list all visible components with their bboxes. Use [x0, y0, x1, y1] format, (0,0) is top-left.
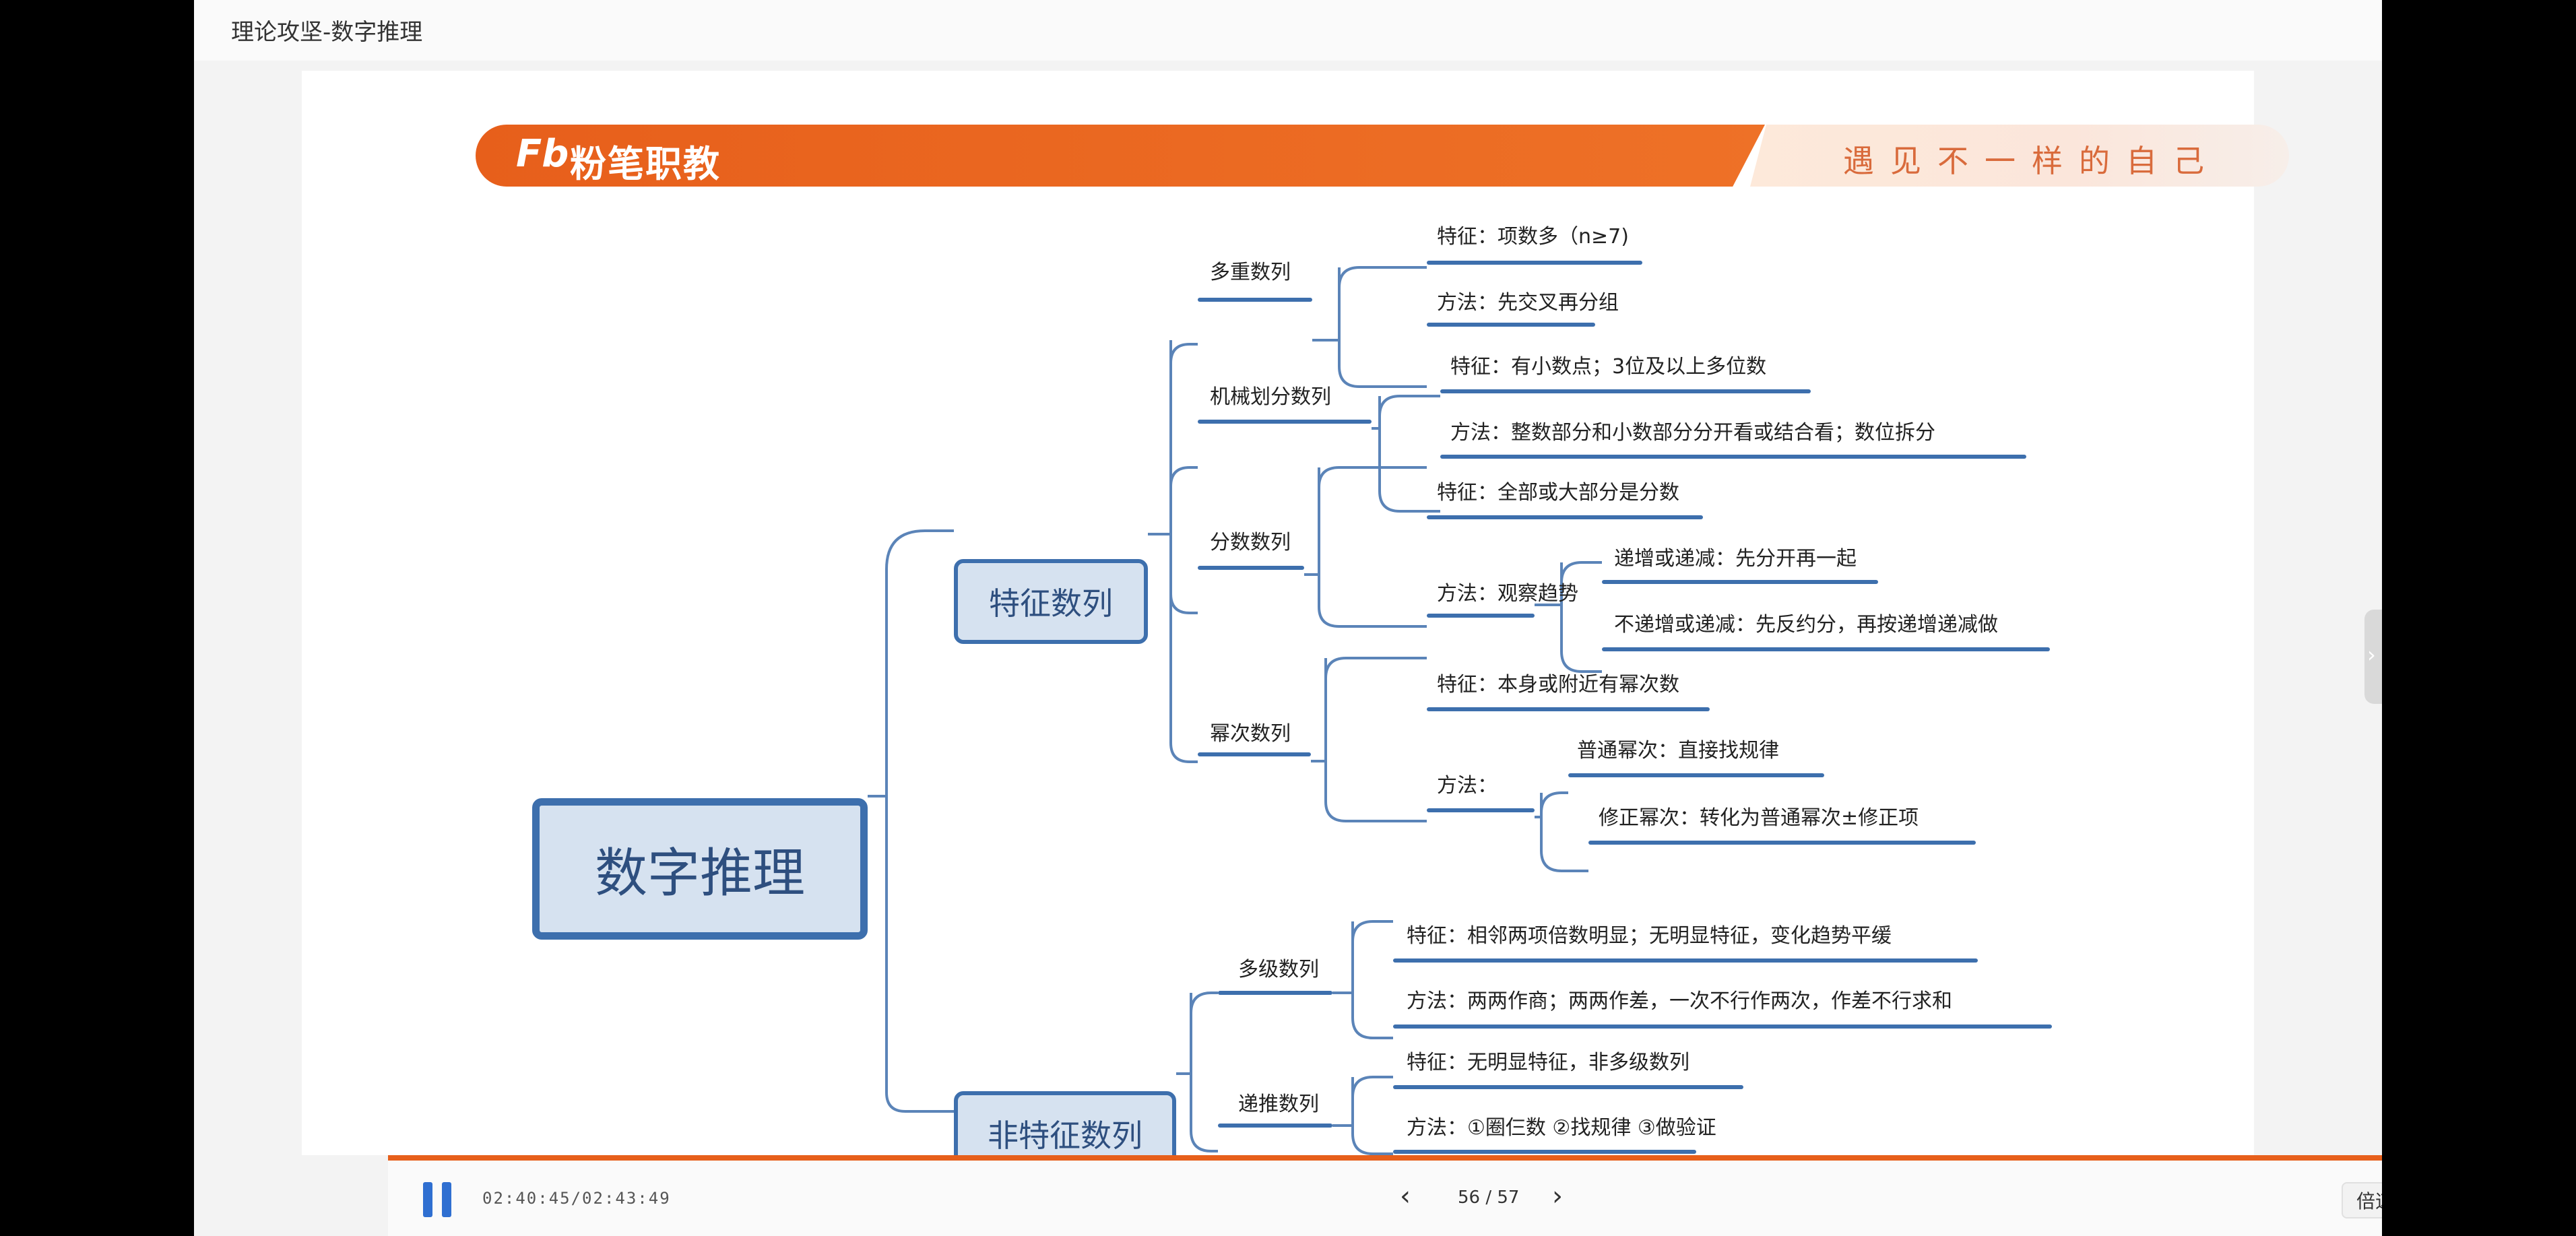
leaf-text: 递增或递减：先分开再一起	[1614, 547, 1857, 571]
leaf-text: 方法：整数部分和小数部分分开看或结合看；数位拆分	[1450, 421, 1935, 445]
underline	[1602, 580, 1878, 584]
leaf-text: 特征：相邻两项倍数明显；无明显特征，变化趋势平缓	[1407, 924, 1892, 948]
underline	[1568, 773, 1824, 777]
chevron-left-icon: ‹	[1400, 1181, 1411, 1212]
underline	[1427, 707, 1710, 711]
underline	[1427, 515, 1703, 519]
time-readout: 02:40:45/02:43:49	[482, 1189, 671, 1208]
root-node: 数字推理	[532, 798, 868, 940]
leaf-text: 方法：①圈仨数 ②找规律 ③做验证	[1407, 1116, 1716, 1140]
banner-brand	[476, 125, 1765, 187]
underline	[1588, 841, 1976, 845]
leaf-text: 特征：本身或附近有幂次数	[1437, 673, 1679, 696]
underline	[1440, 389, 1811, 393]
mindmap-connectors	[868, 266, 1602, 1155]
topic-duoji: 多级数列	[1238, 958, 1319, 981]
next-page-button[interactable]: ›	[1552, 1181, 1563, 1212]
topic-ditui: 递推数列	[1238, 1093, 1319, 1116]
progress-fill	[388, 1155, 2382, 1161]
underline	[1218, 991, 1332, 995]
underline	[1393, 1150, 1696, 1154]
leaf-text: 特征：项数多（n≥7)	[1437, 225, 1629, 249]
underline	[1440, 455, 2026, 459]
leaf-text: 普通幂次：直接找规律	[1577, 739, 1779, 762]
leaf-text: 方法：两两作商；两两作差，一次不行作两次，作差不行求和	[1407, 989, 1952, 1013]
progress-bar[interactable]	[388, 1155, 2382, 1161]
brand-logo-mark: Fb	[516, 132, 569, 176]
pause-button[interactable]	[423, 1182, 455, 1217]
speed-button[interactable]: 倍速	[2342, 1182, 2382, 1218]
title-bar: 理论攻坚-数字推理	[194, 0, 2382, 61]
chevron-right-icon: ›	[2367, 642, 2376, 668]
leaf-text: 不递增或递减：先反约分，再按递增递减做	[1614, 613, 1998, 637]
side-next-button[interactable]: ›	[2364, 610, 2382, 704]
underline	[1218, 1124, 1332, 1128]
leaf-text: 方法：	[1437, 774, 1498, 798]
topic-jixie: 机械划分数列	[1210, 385, 1331, 409]
underline	[1427, 614, 1535, 618]
pause-icon	[423, 1182, 432, 1217]
player-stage: 理论攻坚-数字推理 › Fb 粉笔职教 遇见不一样的自己	[194, 0, 2382, 1236]
leaf-text: 特征：有小数点；3位及以上多位数	[1450, 355, 1767, 379]
leaf-text: 方法：观察趋势	[1437, 582, 1578, 606]
leaf-text: 特征：无明显特征，非多级数列	[1407, 1051, 1689, 1074]
player-controls: 02:40:45/02:43:49 ‹ 56 / 57 › 倍速	[388, 1155, 2382, 1236]
window-title: 理论攻坚-数字推理	[231, 19, 423, 46]
slide: Fb 粉笔职教 遇见不一样的自己	[302, 71, 2289, 1176]
pause-icon	[442, 1182, 451, 1217]
underline	[1427, 808, 1535, 812]
right-margin	[2254, 61, 2382, 1155]
underline	[1602, 647, 2050, 651]
left-margin	[194, 71, 302, 1155]
underline	[1198, 752, 1311, 756]
underline	[1198, 566, 1304, 570]
chevron-right-icon: ›	[1552, 1181, 1563, 1212]
underline	[1393, 1085, 1743, 1089]
topic-fenshu: 分数数列	[1210, 531, 1291, 554]
underline	[1427, 323, 1595, 327]
underline	[1427, 261, 1642, 265]
underline	[1198, 420, 1372, 424]
underline	[1393, 958, 1978, 963]
leaf-text: 方法：先交叉再分组	[1437, 291, 1619, 315]
branch-node-feature: 特征数列	[954, 559, 1148, 644]
slogan: 遇见不一样的自己	[1843, 143, 2220, 179]
banner-slogan-band	[1750, 125, 2289, 187]
underline	[1393, 1024, 2052, 1029]
leaf-text: 修正幂次：转化为普通幂次±修正项	[1599, 806, 1919, 830]
topic-mici: 幂次数列	[1210, 722, 1291, 746]
brand-logo-text: 粉笔职教	[570, 143, 721, 185]
prev-page-button[interactable]: ‹	[1400, 1181, 1411, 1212]
underline	[1198, 298, 1312, 302]
topic-duochong: 多重数列	[1210, 261, 1291, 284]
page-indicator: 56 / 57	[1458, 1188, 1520, 1208]
leaf-text: 特征：全部或大部分是分数	[1437, 481, 1679, 505]
